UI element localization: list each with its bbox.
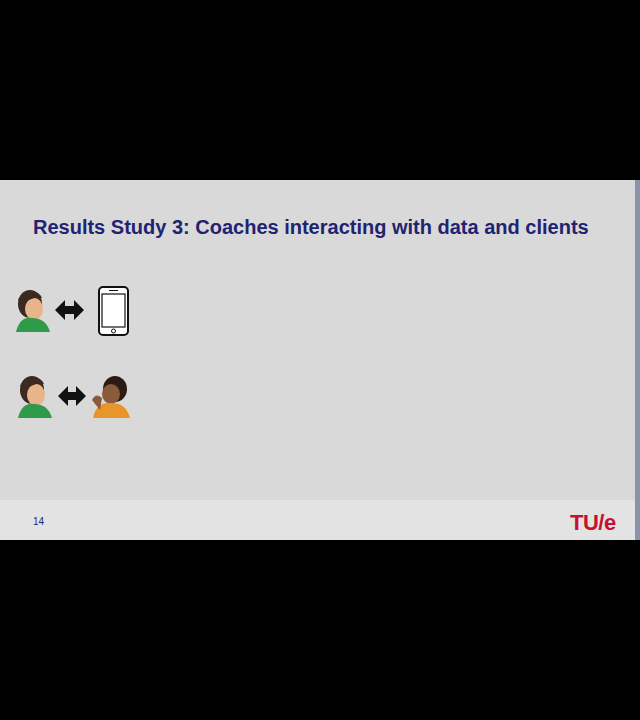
page-number: 14 <box>33 516 44 527</box>
coach-icon <box>18 376 52 418</box>
double-arrow <box>55 300 84 320</box>
double-arrow <box>58 386 86 406</box>
client-icon <box>92 376 130 418</box>
slide-title: Results Study 3: Coaches interacting wit… <box>33 216 589 239</box>
phone-icon <box>99 287 128 335</box>
coach-icon <box>16 290 50 332</box>
slide-footer <box>0 500 635 540</box>
university-logo: TU/e <box>570 510 616 536</box>
slide-edge <box>635 180 640 540</box>
